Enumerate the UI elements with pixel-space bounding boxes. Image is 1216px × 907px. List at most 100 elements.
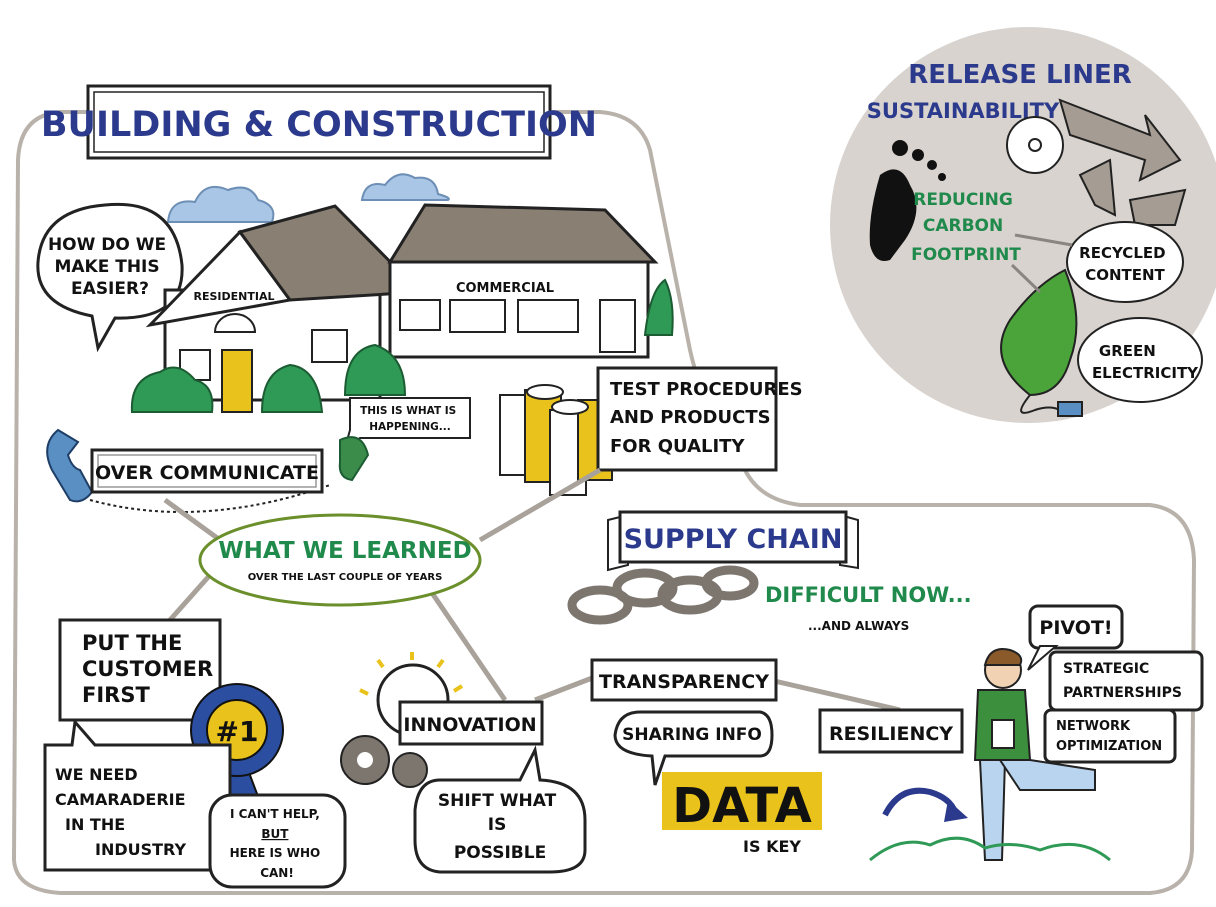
shift-possible-line: IS	[488, 815, 507, 835]
test-procedures-line: FOR QUALITY	[610, 436, 745, 457]
strategic-partnerships-box: STRATEGIC PARTNERSHIPS	[1048, 650, 1204, 712]
test-procedures-box: TEST PROCEDURES AND PRODUCTS FOR QUALITY	[596, 366, 809, 472]
this-is-what-line: HAPPENING...	[369, 421, 451, 433]
bushes-illustration	[130, 278, 674, 413]
cant-help-bubble: I CAN'T HELP, BUT HERE IS WHO CAN!	[208, 793, 347, 889]
carbon-line: REDUCING	[913, 190, 1013, 210]
customer-first-box: PUT THE CUSTOMER FIRST	[58, 618, 222, 722]
svg-text:PUT THE CUSTOMER F: PUT THE CUSTOMER FIRST	[82, 631, 221, 707]
transparency-label: TRANSPARENCY	[599, 671, 769, 693]
what-we-learned-oval: WHAT WE LEARNED OVER THE LAST COUPLE OF …	[198, 513, 482, 607]
arrow-head-icon	[944, 800, 968, 822]
shift-possible-line: POSSIBLE	[454, 843, 546, 863]
network-line: OPTIMIZATION	[1056, 739, 1162, 754]
innovation-label: INNOVATION	[403, 714, 536, 736]
leaf-plug-icon	[1000, 268, 1083, 417]
question-bubble: HOW DO WE MAKE THIS EASIER?	[36, 202, 184, 353]
data-key-graphic: DATA IS KEY	[662, 772, 822, 856]
recycled-content-bubble: RECYCLED CONTENT	[1066, 221, 1184, 303]
svg-text:TEST PROCEDURES AND PROD: TEST PROCEDURES AND PRODUCTS FOR QUALITY	[610, 379, 809, 457]
residential-house-illustration: RESIDENTIAL	[145, 204, 424, 413]
over-communicate-box: OVER COMMUNICATE	[90, 448, 324, 494]
svg-text:WE NEED CAMARADERIE: WE NEED CAMARADERIE IN THE INDUSTRY	[55, 765, 191, 859]
network-optimization-box: NETWORK OPTIMIZATION	[1043, 708, 1177, 764]
product-cans-illustration	[499, 384, 613, 496]
customer-first-line: PUT THE	[82, 631, 182, 655]
green-electricity-bubble: GREEN ELECTRICITY	[1077, 317, 1203, 403]
what-we-learned-subtitle: OVER THE LAST COUPLE OF YEARS	[248, 572, 443, 583]
connector-line	[1010, 263, 1042, 294]
shift-possible-line: SHIFT WHAT	[438, 791, 557, 811]
svg-text:STRATEGIC PARTNERSHIPS: STRATEGIC PARTNERSHIPS	[1063, 661, 1182, 701]
supply-chain-label: SUPPLY CHAIN	[624, 524, 843, 555]
telephone-icon	[46, 428, 370, 513]
data-word: DATA	[672, 778, 811, 834]
strategic-line: STRATEGIC	[1063, 661, 1149, 677]
over-communicate-label: OVER COMMUNICATE	[95, 462, 319, 484]
connector-line	[1014, 233, 1073, 247]
svg-text:GREEN ELECTRICITY: GREEN ELECTRICITY	[1092, 342, 1199, 382]
page-title: BUILDING & CONSTRUCTION	[41, 105, 597, 145]
supply-chain-banner: SUPPLY CHAIN	[607, 510, 859, 572]
what-we-learned-label: WHAT WE LEARNED	[218, 538, 471, 564]
resiliency-label: RESILIENCY	[829, 723, 953, 745]
curved-arrow-icon	[882, 787, 958, 817]
this-is-what-bubble: THIS IS WHAT IS HAPPENING...	[343, 397, 471, 451]
sustainability-title-line1: RELEASE LINER	[908, 60, 1132, 90]
network-line: NETWORK	[1056, 719, 1131, 734]
shift-possible-bubble: SHIFT WHAT IS POSSIBLE	[413, 745, 587, 874]
customer-first-line: CUSTOMER	[82, 657, 213, 681]
gears-icon	[340, 735, 428, 788]
sharing-info-bubble: SHARING INFO	[613, 710, 774, 786]
title-banner: BUILDING & CONSTRUCTION	[41, 84, 597, 160]
cloud-icon	[166, 186, 275, 223]
recycled-line: CONTENT	[1085, 266, 1165, 284]
test-procedures-line: TEST PROCEDURES	[610, 379, 803, 400]
green-line: GREEN	[1099, 342, 1156, 360]
test-procedures-line: AND PRODUCTS	[610, 407, 771, 428]
recycled-line: RECYCLED	[1079, 244, 1165, 262]
cant-help-line: CAN!	[260, 866, 294, 880]
recycle-arrows-icon	[1006, 98, 1187, 226]
pivot-label: PIVOT!	[1039, 617, 1112, 639]
strategic-line: PARTNERSHIPS	[1063, 685, 1182, 701]
carbon-line: CARBON	[923, 216, 1003, 236]
question-line: MAKE THIS	[54, 257, 159, 277]
camaraderie-line: IN THE	[65, 815, 125, 834]
cant-help-line: I CAN'T HELP,	[230, 807, 320, 821]
difficult-now-label: DIFFICULT NOW...	[765, 583, 972, 607]
question-line: HOW DO WE	[48, 235, 166, 255]
grass-illustration	[869, 836, 1111, 862]
residential-label: RESIDENTIAL	[194, 290, 275, 303]
cant-help-line: HERE IS WHO	[230, 846, 321, 860]
green-line: ELECTRICITY	[1092, 364, 1199, 382]
svg-text:THIS IS WHAT IS HAPPENIN: THIS IS WHAT IS HAPPENING...	[360, 405, 460, 433]
connector-lines	[163, 467, 901, 713]
commercial-label: COMMERCIAL	[456, 281, 554, 296]
svg-text:I CAN'T HELP, BUT: I CAN'T HELP, BUT HERE IS WHO CAN!	[230, 807, 325, 880]
commercial-building-illustration: COMMERCIAL	[387, 203, 659, 359]
cloud-icon	[360, 173, 450, 201]
rank-badge-label: #1	[216, 715, 259, 748]
building-section-outline	[11, 110, 1197, 895]
this-is-what-line: THIS IS WHAT IS	[360, 405, 456, 417]
svg-text:NETWORK OPTIMIZATION: NETWORK OPTIMIZATION	[1056, 719, 1162, 754]
carbon-line: FOOTPRINT	[911, 245, 1021, 265]
camaraderie-line: WE NEED	[55, 765, 138, 784]
svg-text:REDUCING CARBON FOOTPR: REDUCING CARBON FOOTPRINT	[911, 190, 1021, 265]
question-line: EASIER?	[71, 279, 149, 299]
camaraderie-line: CAMARADERIE	[55, 790, 186, 809]
person-illustration	[973, 648, 1096, 861]
pivot-bubble: PIVOT!	[1027, 604, 1124, 671]
sharing-info-label: SHARING INFO	[622, 725, 762, 745]
customer-first-line: FIRST	[82, 683, 150, 707]
transparency-box: TRANSPARENCY	[590, 658, 778, 702]
svg-text:SHIFT WHAT IS POSS: SHIFT WHAT IS POSSIBLE	[438, 791, 562, 863]
cant-help-line: BUT	[261, 827, 289, 841]
svg-text:RECYCLED CONTENT: RECYCLED CONTENT	[1079, 244, 1171, 284]
camaraderie-bubble: WE NEED CAMARADERIE IN THE INDUSTRY	[43, 718, 232, 872]
camaraderie-line: INDUSTRY	[95, 840, 187, 859]
svg-text:HOW DO WE MAKE THIS: HOW DO WE MAKE THIS EASIER?	[48, 235, 172, 299]
